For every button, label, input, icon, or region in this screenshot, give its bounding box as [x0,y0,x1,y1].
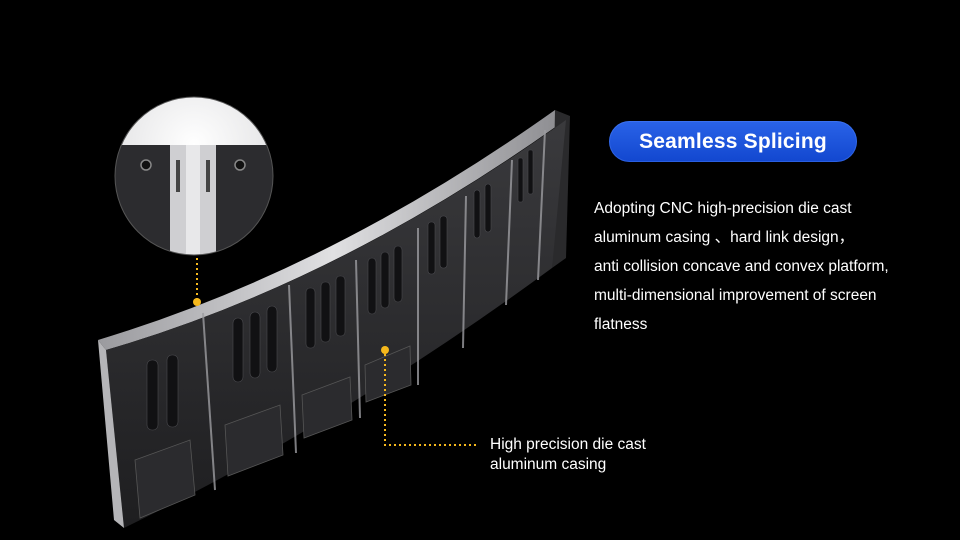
description-line: flatness [594,316,648,333]
description-line: Adopting CNC high-precision die cast [594,200,852,217]
leader-lines [193,258,478,446]
feature-title-badge: Seamless Splicing [609,121,857,162]
casing-callout-label: High precision die cast aluminum casing [490,435,646,475]
description-line: anti collision concave and convex platfo… [594,258,889,275]
led-cabinet-wall [98,110,570,528]
feature-description: Adopting CNC high-precision die cast alu… [594,194,944,339]
splice-detail-zoom [114,96,274,256]
callout-line: aluminum casing [490,456,607,473]
description-line: multi-dimensional improvement of screen [594,287,877,304]
description-line: aluminum casing 、hard link design， [594,229,855,246]
callout-line: High precision die cast [490,436,646,453]
